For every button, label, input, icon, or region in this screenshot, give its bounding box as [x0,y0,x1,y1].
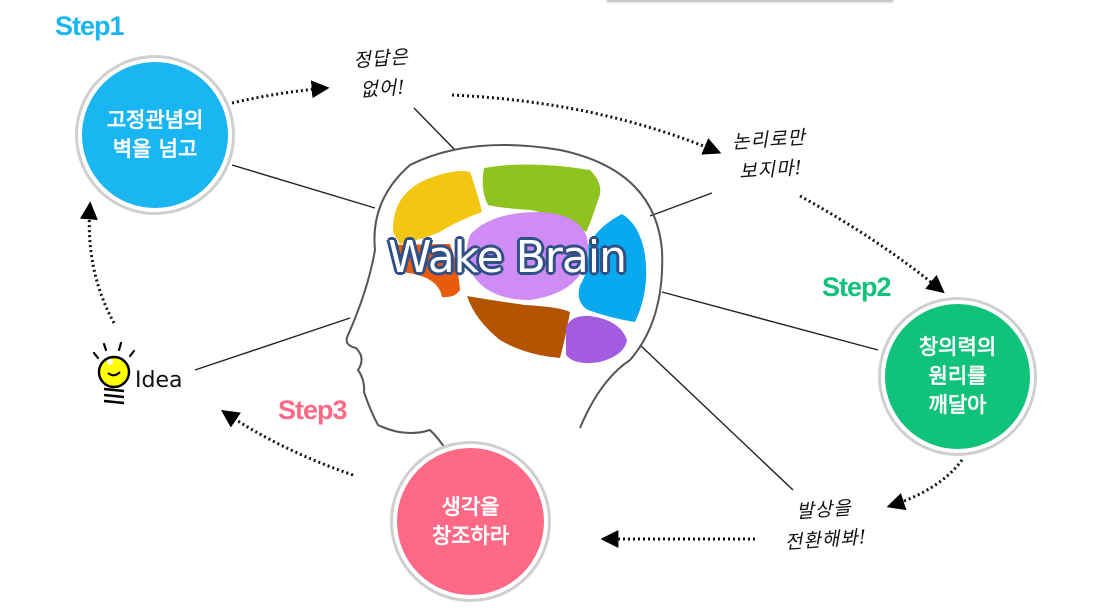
step1-circle: 고정관념의 벽을 넘고 [75,55,235,215]
note-not-only-logic: 논리로만 보지마! [718,122,822,189]
connector-note2 [649,192,713,217]
diagram-title: Wake Brain [387,231,628,284]
step1-text-line2: 벽을 넘고 [112,137,198,161]
brain-top [482,164,601,232]
connector-step2 [661,291,879,351]
connector-idea [194,317,351,371]
step1-label: Step1 [55,11,125,41]
connector-step1 [231,164,376,209]
note1-line1: 정답은 [352,46,410,72]
step2-text-line3: 깨달아 [928,393,987,417]
connector-note3 [639,344,794,491]
step3-text-line1: 생각을 [441,494,500,519]
step3-circle: 생각을 창조하라 [390,441,551,602]
lightbulb-icon [92,341,136,405]
arrow-step1-to-note1 [231,80,330,105]
brain-cerebellum [566,315,627,364]
connector-note1 [413,107,456,151]
connector-lines [194,107,879,491]
brain [392,164,647,364]
brain-lower [467,296,570,358]
note-change-thinking: 발상을 전환해봐! [768,491,882,559]
arrow-note1-to-note2 [451,93,722,155]
step3-label: Step3 [278,395,348,425]
note-no-answer: 정답은 없어! [340,41,424,106]
brain-back [578,214,647,322]
flow-arrows [79,80,964,548]
step2-text-line2: 원리를 [928,364,987,388]
brain-frontal [392,171,482,244]
idea-label: Idea [135,368,183,393]
arrow-step2-to-note3 [886,459,964,511]
step2-text-line1: 창의력의 [918,335,997,359]
brain-center [466,212,589,300]
note1-line2: 없어! [359,76,407,102]
step2-circle: 창의력의 원리를 깨달아 [878,297,1037,456]
top-bar [607,0,893,2]
arrow-idea-to-step1 [79,201,116,324]
step3-text-line2: 창조하라 [431,523,510,548]
arrow-note2-to-step2 [799,194,945,294]
head-outline [345,144,664,451]
step1-text-line1: 고정관념의 [106,108,204,132]
brain-small [392,244,460,298]
step2-label: Step2 [822,272,892,302]
